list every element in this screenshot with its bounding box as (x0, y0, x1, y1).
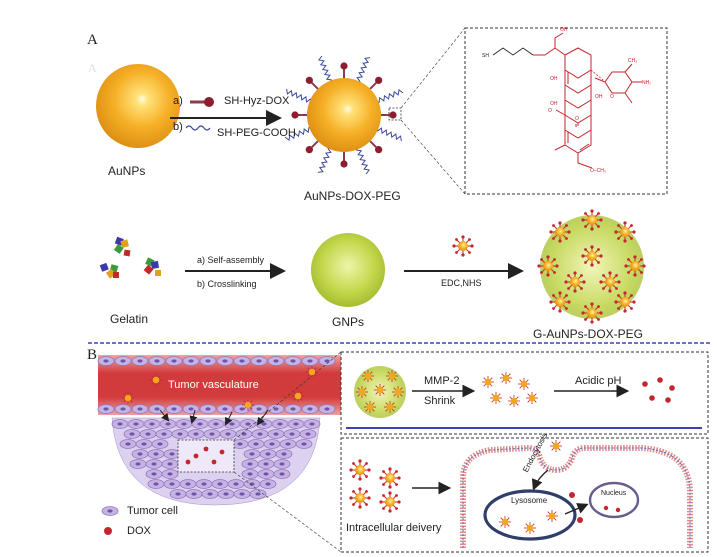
nucleus (588, 481, 640, 519)
legend-dox-label: DOX (127, 525, 151, 537)
tumor-tissue (111, 417, 321, 506)
mmp2-label: MMP-2 (424, 375, 460, 387)
zoom-line-bottom (400, 119, 466, 195)
struct-oh-ring1: OH (550, 76, 558, 82)
struct-och3: O–CH₃ (590, 168, 606, 174)
arrow-endocytosis (531, 469, 549, 491)
step-b-label: b) (173, 121, 183, 133)
step-a-label: a) (173, 95, 183, 107)
gnps-label: GNPs (332, 315, 365, 329)
peg-icon (185, 125, 211, 131)
aunp-dox-peg-particle (284, 55, 404, 175)
hyz-dox-icon (190, 97, 214, 107)
product-label: AuNPs-DOX-PEG (304, 189, 401, 203)
struct-ch3: CH₃ (628, 58, 637, 64)
edc-nhs-label: EDC,NHS (441, 278, 482, 288)
final-product-label: G-AuNPs-DOX-PEG (533, 327, 644, 341)
step-a-reagent: SH-Hyz-DOX (224, 95, 290, 107)
struct-o1: O (575, 116, 579, 122)
self-assembly-label: a) Self-assembly (197, 255, 265, 265)
struct-oh-side: OH (595, 94, 603, 100)
zoom-line-b2 (233, 471, 342, 553)
struct-o2: O (548, 108, 552, 114)
released-dox (642, 377, 675, 403)
aunp-conjugate-icon (451, 234, 475, 258)
intracellular-label: Intracellular deivery (346, 522, 442, 534)
shrink-label: Shrink (424, 395, 456, 407)
gnp-sphere (311, 233, 385, 307)
dox-structure-box (464, 27, 668, 195)
aunp-sphere (96, 64, 180, 148)
gelatin-cluster (99, 236, 161, 279)
dox-to-nucleus (569, 492, 583, 523)
legend-tumor-cell-label: Tumor cell (127, 505, 178, 517)
zoom-line-b1 (233, 351, 342, 441)
gelatin-label: Gelatin (110, 312, 149, 326)
zoom-box (388, 107, 402, 121)
g-aunps-dox-peg-particle (536, 208, 647, 325)
hyz-linker (492, 47, 534, 56)
gnp-with-aunps (354, 366, 406, 418)
struct-sh-label: SH (482, 53, 489, 59)
cell-membrane (460, 444, 693, 548)
lysosome-label: Lysosome (511, 496, 548, 505)
legend (101, 506, 119, 535)
lysosome (483, 489, 577, 541)
struct-oh-top: OH (560, 27, 568, 33)
struct-oh-ring2: OH (550, 101, 558, 107)
dox-skeleton (533, 32, 642, 169)
zoom-line-top (400, 27, 466, 109)
watermark-letter: A (88, 61, 97, 75)
endocytosing-aunp (549, 439, 563, 453)
arrow-to-nucleus (564, 503, 589, 515)
legend-dox-dot (104, 527, 112, 535)
acidic-ph-label: Acidic pH (575, 375, 622, 387)
struct-nh2: NH₂ (642, 80, 651, 86)
struct-o3: O (610, 94, 614, 100)
panel-a-letter: A (87, 32, 98, 48)
panel-b-letter: B (87, 347, 98, 363)
nucleus-label: Nucleus (601, 490, 627, 497)
step-b-reagent: SH-PEG-COOH (217, 127, 296, 139)
crosslinking-label: b) Crosslinking (197, 279, 257, 289)
aunps-label: AuNPs (108, 164, 146, 178)
vasculature-label: Tumor vasculature (168, 379, 259, 391)
extravasation-arrows (159, 409, 269, 426)
